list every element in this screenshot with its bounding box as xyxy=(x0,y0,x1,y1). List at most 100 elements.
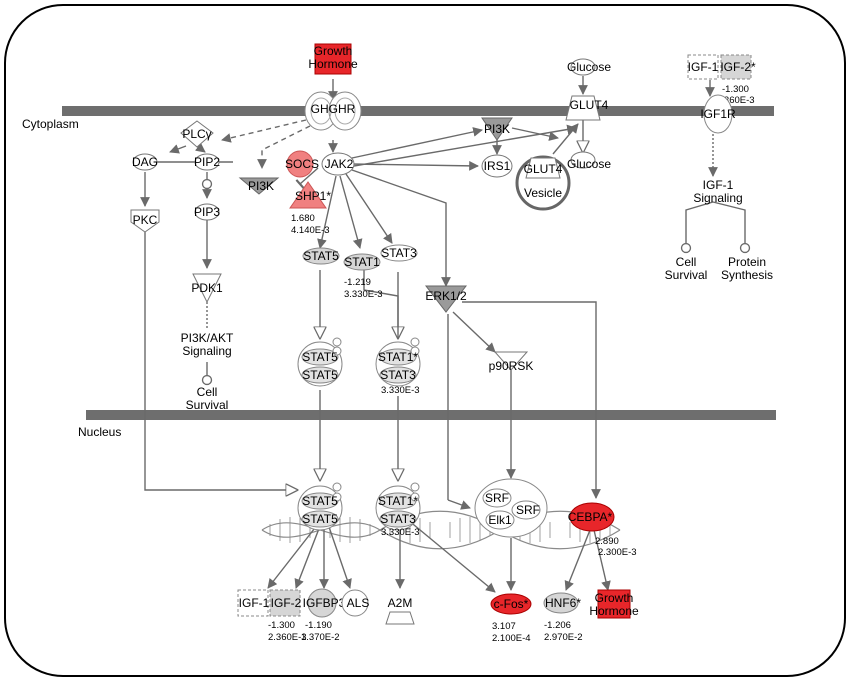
outer-frame xyxy=(4,4,846,677)
pkc-label: PKC xyxy=(133,213,158,227)
srf-b-label: SRF xyxy=(516,503,540,517)
c-fos[interactable]: c-Fos* 3.107 2.100E-4 xyxy=(490,593,532,644)
als-label: ALS xyxy=(347,596,370,610)
stat5-dimer-cyto[interactable]: STAT5 STAT5 xyxy=(297,337,343,387)
srf-elk1-complex[interactable]: SRF SRF Elk1 xyxy=(474,478,548,538)
glut4-vesicle[interactable]: GLUT4 Vesicle xyxy=(515,155,571,211)
ghr-label: GHGHR xyxy=(311,102,356,116)
stat1-stat3-dimer-nucleus[interactable]: STAT1* STAT3 3.330E-3 xyxy=(375,482,421,538)
pip2-label: PIP2 xyxy=(194,155,220,169)
elk1-label: Elk1 xyxy=(488,513,512,527)
stat5-cyto-label: STAT5 xyxy=(303,249,339,263)
glucose-bottom[interactable]: Glucose xyxy=(567,151,611,171)
c-fos-p-value: 2.100E-4 xyxy=(492,633,531,644)
p90rsk[interactable]: p90RSK xyxy=(489,351,534,373)
shp1-label: SHP1* xyxy=(295,189,331,203)
glucose-bottom-label: Glucose xyxy=(567,157,611,171)
p90rsk-label: p90RSK xyxy=(489,359,534,373)
stat5-dimer-cyto-top-label: STAT5 xyxy=(302,350,338,364)
stat1-stat3-dimer-cyto[interactable]: STAT1* STAT3 3.330E-3 xyxy=(375,337,421,396)
socs[interactable]: SOCS xyxy=(285,150,319,178)
igf2-bottom-fold-change: -1.300 xyxy=(268,620,295,631)
hnf6-p-value: 2.970E-2 xyxy=(544,632,583,643)
igf2-bottom[interactable]: IGF-2 -1.300 2.360E-3 xyxy=(268,589,307,643)
pip3[interactable]: PIP3 xyxy=(194,203,220,221)
jak2[interactable]: JAK2 xyxy=(321,152,355,176)
glut4-membrane-label: GLUT4 xyxy=(570,98,609,112)
stat1-cyto-label: STAT1 xyxy=(344,255,380,269)
pi3k-left-label: PI3K xyxy=(248,179,274,193)
socs-label: SOCS xyxy=(285,157,319,171)
a2m[interactable]: A2M xyxy=(385,596,415,625)
igfbp3-p-value: 1.370E-2 xyxy=(301,632,340,643)
erk12[interactable]: ERK1/2 xyxy=(424,285,468,313)
igf1-bottom[interactable]: IGF-1 xyxy=(237,589,270,617)
stat1-cyto[interactable]: STAT1 -1.219 3.330E-3 xyxy=(343,253,383,300)
igf1r[interactable]: IGF1R xyxy=(700,94,736,134)
cebpa-fold-change: 2.890 xyxy=(595,536,619,547)
igf1-top-label: IGF-1 xyxy=(688,60,719,74)
edges xyxy=(140,76,751,593)
a2m-label: A2M xyxy=(388,596,413,610)
ghr-receptor[interactable]: GHGHR xyxy=(304,91,362,131)
pi3k-mid[interactable]: PI3K xyxy=(481,117,513,141)
glut4-membrane[interactable]: GLUT4 xyxy=(565,95,609,121)
glucose-top[interactable]: Glucose xyxy=(567,58,611,76)
glucose-top-label: Glucose xyxy=(567,60,611,74)
igf1-bottom-label: IGF-1 xyxy=(239,596,270,610)
stat1-dimer-cyto-top-label: STAT1* xyxy=(378,350,419,364)
cebpa[interactable]: CEBPA* 2.890 2.300E-3 xyxy=(568,502,637,558)
stat13-nuc-p-value: 3.330E-3 xyxy=(381,527,420,538)
erk-label: ERK1/2 xyxy=(425,289,467,303)
hnf6-label: HNF6* xyxy=(545,596,581,610)
igfbp3-label: IGFBP3 xyxy=(303,596,346,610)
pip3-label: PIP3 xyxy=(194,205,220,219)
igf2-top-p-value: 2.360E-3 xyxy=(716,95,755,106)
cebpa-label: CEBPA* xyxy=(568,510,613,524)
shp1[interactable]: SHP1* 1.680 4.140E-3 xyxy=(289,181,331,236)
igf2-bottom-label: IGF-2 xyxy=(271,596,302,610)
pi3k-left[interactable]: PI3K xyxy=(238,177,280,195)
hnf6[interactable]: HNF6* -1.206 2.970E-2 xyxy=(543,592,583,643)
irs1-label: IRS1 xyxy=(484,159,511,173)
stat3-cyto[interactable]: STAT3 xyxy=(380,244,418,262)
pkc[interactable]: PKC xyxy=(130,209,160,233)
als[interactable]: ALS xyxy=(341,589,370,617)
igf2-top-fold-change: -1.300 xyxy=(722,84,749,95)
plc-label: PLCγ xyxy=(182,127,211,141)
stat5-nuc-bottom-label: STAT5 xyxy=(302,512,338,526)
stat5-cyto[interactable]: STAT5 xyxy=(302,247,340,265)
irs1[interactable]: IRS1 xyxy=(481,154,513,178)
pi3k-mid-label: PI3K xyxy=(484,122,510,136)
igf2-bottom-p-value: 2.360E-3 xyxy=(268,632,307,643)
stat1-p-value: 3.330E-3 xyxy=(344,289,383,300)
pdk1[interactable]: PDK1 xyxy=(191,273,223,304)
igf1-top[interactable]: IGF-1 xyxy=(687,54,719,80)
pip2[interactable]: PIP2 xyxy=(194,153,220,171)
stat5-dimer-cyto-bottom-label: STAT5 xyxy=(302,368,338,382)
stat3-cyto-label: STAT3 xyxy=(381,246,417,260)
igfbp3[interactable]: IGFBP3 -1.190 1.370E-2 xyxy=(301,588,346,643)
stat1-nuc-top-label: STAT1* xyxy=(378,494,419,508)
c-fos-fold-change: 3.107 xyxy=(492,621,516,632)
plc-gamma[interactable]: PLCγ xyxy=(180,120,214,148)
c-fos-label: c-Fos* xyxy=(494,597,529,611)
stat3-dimer-cyto-bottom-label: STAT3 xyxy=(380,368,416,382)
cebpa-p-value: 2.300E-3 xyxy=(598,547,637,558)
igf2-top[interactable]: IGF-2* -1.300 2.360E-3 xyxy=(716,54,756,106)
stat5-dimer-nucleus[interactable]: STAT5 STAT5 xyxy=(297,482,343,531)
hnf6-fold-change: -1.206 xyxy=(544,620,571,631)
shp1-fold-change: 1.680 xyxy=(291,213,315,224)
dag[interactable]: DAG xyxy=(132,153,158,171)
igf1r-label: IGF1R xyxy=(700,107,736,121)
